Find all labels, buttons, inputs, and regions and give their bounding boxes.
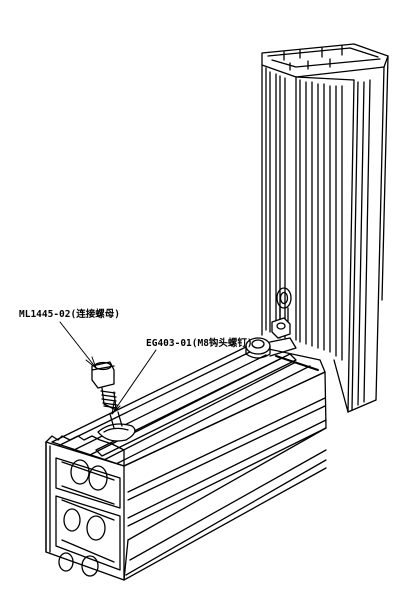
hook-screw-label: EG403-01(M8钩头螺钉) [146, 338, 253, 349]
vertical-profile [261, 43, 389, 413]
connector-nut-part [91, 361, 136, 442]
corner-hardware [245, 287, 319, 371]
horizontal-profile [45, 344, 327, 581]
callout-arrows [59, 321, 157, 415]
connector-nut-label: ML1445-02(连接螺母) [19, 309, 120, 320]
